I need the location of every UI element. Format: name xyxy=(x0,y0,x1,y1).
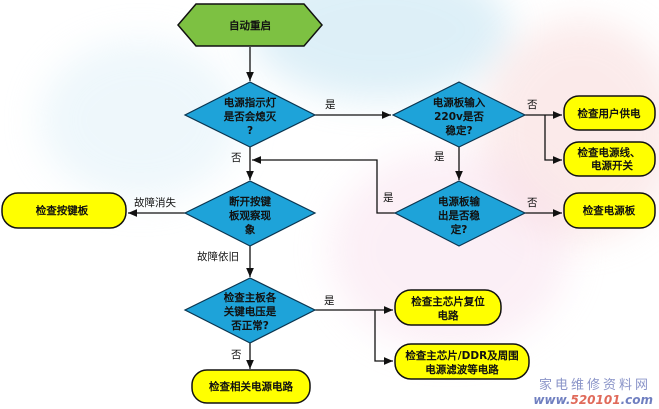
edge-label-no: 否 xyxy=(527,197,538,209)
edge-label-no: 否 xyxy=(231,349,242,361)
box-label: 电源滤波等电路 xyxy=(425,363,499,376)
decision-text-line: 是否会熄灭 xyxy=(223,110,277,123)
svg-text:检查主板各关键电压是否正常?: 检查主板各关键电压是否正常? xyxy=(224,291,277,332)
box-label: 检查电源线、 xyxy=(578,146,641,159)
edge-label-yes: 是 xyxy=(324,295,335,307)
box-check-user-power: 检查用户供电 xyxy=(563,95,656,131)
box-label: 电源开关 xyxy=(591,159,633,172)
box-check-ddr-circuit: 检查主芯片/DDR及周围电源滤波等电路 xyxy=(394,343,530,380)
decision-text-line: 检查主板各 xyxy=(224,291,277,304)
decision-text-line: ? xyxy=(247,125,253,137)
edge-label-no: 否 xyxy=(231,152,242,164)
box-label: 检查主芯片复位 xyxy=(411,295,485,308)
edge-label-fault-remains: 故障依旧 xyxy=(197,250,239,263)
start-label: 自动重启 xyxy=(229,19,271,32)
decision-input-220v: 电源板输入 220v是否稳定? xyxy=(391,81,527,148)
watermark-url: www.520101.com xyxy=(533,393,653,407)
svg-text:检查主芯片复位电路: 检查主芯片复位电路 xyxy=(411,295,485,322)
box-label: 检查主芯片/DDR及周围 xyxy=(405,349,518,362)
svg-text:电源指示灯是否会熄灭?: 电源指示灯是否会熄灭? xyxy=(223,96,277,137)
svg-text:检查电源线、电源开关: 检查电源线、电源开关 xyxy=(578,146,641,172)
decision-text-line: 定? xyxy=(450,223,468,236)
decision-output-stable: 电源板输出是否稳定? xyxy=(393,180,527,247)
decision-text-line: 220v是否 xyxy=(434,111,484,123)
box-label: 检查相关电源电路 xyxy=(209,380,293,393)
decision-text-line: 象 xyxy=(245,223,256,236)
decision-text-line: 断开按键 xyxy=(229,195,271,208)
watermark-name: 家电维修资料网 xyxy=(538,378,651,393)
box-label: 检查电源板 xyxy=(583,204,636,217)
edge-label-yes: 是 xyxy=(325,99,336,111)
decision-text-line: 稳定? xyxy=(445,124,472,137)
box-label: 检查用户供电 xyxy=(578,107,641,120)
svg-text:检查主芯片/DDR及周围电源滤波等电路: 检查主芯片/DDR及周围电源滤波等电路 xyxy=(405,349,518,376)
watermark-url-number: 520101 xyxy=(570,393,621,407)
decision-indicator-light: 电源指示灯是否会熄灭? xyxy=(183,81,317,148)
decision-text-line: 否正常? xyxy=(230,319,269,332)
svg-text:断开按键板观察现象: 断开按键板观察现象 xyxy=(229,195,271,236)
decision-text-line: 关键电压是 xyxy=(224,305,277,318)
start-node: 自动重启 xyxy=(177,3,323,47)
decision-key-voltages: 检查主板各关键电压是否正常? xyxy=(183,277,317,344)
box-label: 电路 xyxy=(438,309,459,322)
box-check-reset-circuit: 检查主芯片复位电路 xyxy=(394,289,502,326)
decision-text-line: 板观察现 xyxy=(229,209,271,222)
edge-label-yes: 是 xyxy=(383,192,394,204)
decision-text-line: 出是否稳 xyxy=(438,209,480,222)
connectors xyxy=(128,47,562,369)
watermark-url-prefix: www. xyxy=(533,393,571,407)
box-label: 检查按键板 xyxy=(36,204,89,217)
edge-label-fault-gone: 故障消失 xyxy=(134,196,176,209)
edge-label-no: 否 xyxy=(527,99,538,111)
watermark-url-suffix: .com xyxy=(620,393,653,407)
svg-text:电源板输出是否稳定?: 电源板输出是否稳定? xyxy=(438,195,480,236)
box-check-power-board: 检查电源板 xyxy=(563,192,656,229)
decision-text-line: 电源指示灯 xyxy=(224,96,277,109)
box-check-power-cord: 检查电源线、电源开关 xyxy=(563,141,656,177)
decision-disconnect-keyboard: 断开按键板观察现象 xyxy=(183,180,317,247)
box-check-key-board: 检查按键板 xyxy=(1,192,127,229)
box-check-related-power: 检查相关电源电路 xyxy=(191,369,311,404)
decision-text-line: 电源板输入 xyxy=(433,96,486,109)
decision-text-line: 电源板输 xyxy=(438,195,480,208)
edge-label-yes: 是 xyxy=(434,151,445,163)
